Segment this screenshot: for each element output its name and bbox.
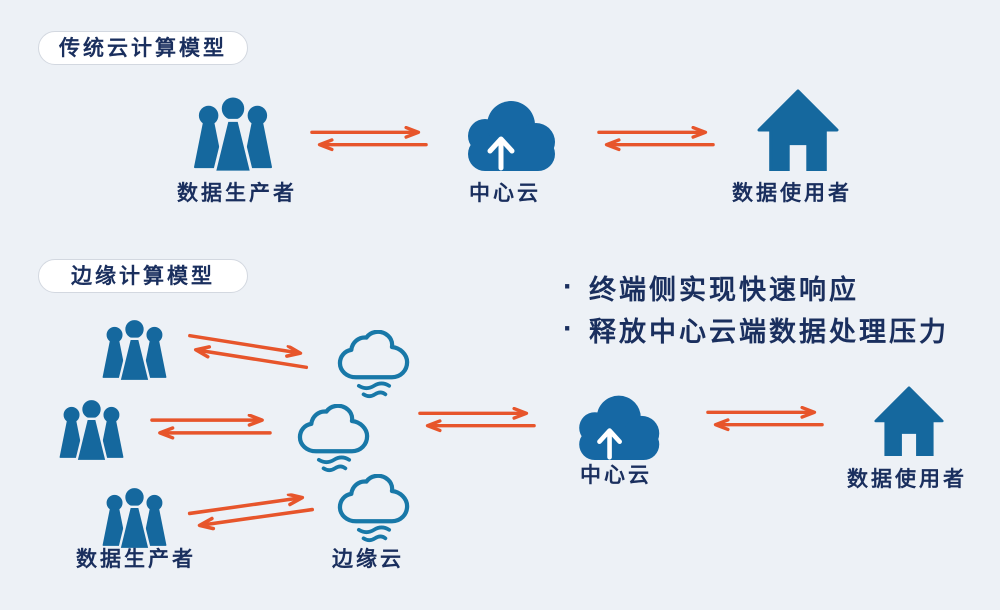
bullet-icon: · bbox=[563, 312, 573, 345]
data-consumers-icon bbox=[757, 89, 839, 171]
bidirectional-arrow-icon bbox=[185, 329, 312, 374]
central-cloud-icon bbox=[570, 390, 662, 462]
data-producers-icon bbox=[58, 398, 125, 462]
bidirectional-arrow-icon bbox=[310, 126, 428, 152]
benefit-item: · 终端侧实现快速响应 bbox=[563, 266, 949, 308]
data-producers-icon bbox=[101, 318, 168, 382]
central-cloud-icon bbox=[458, 95, 558, 173]
data-consumers-label: 数据使用者 bbox=[732, 182, 852, 205]
bidirectional-arrow-icon bbox=[187, 490, 315, 533]
edge-cloud-icon bbox=[336, 330, 412, 400]
central-cloud-label: 中心云 bbox=[580, 464, 652, 487]
data-producers-icon bbox=[192, 95, 274, 173]
data-consumers-label: 数据使用者 bbox=[847, 468, 967, 491]
traditional-model-badge: 传统云计算模型 bbox=[38, 31, 248, 65]
bullet-icon: · bbox=[563, 270, 573, 303]
data-producers-label: 数据生产者 bbox=[177, 182, 297, 205]
benefit-text: 释放中心云端数据处理压力 bbox=[589, 316, 949, 347]
traditional-model-badge-label: 传统云计算模型 bbox=[59, 36, 227, 60]
edge-model-badge: 边缘计算模型 bbox=[38, 259, 248, 293]
data-producers-label: 数据生产者 bbox=[76, 548, 196, 571]
data-producers-icon bbox=[101, 486, 168, 550]
edge-model-badge-label: 边缘计算模型 bbox=[71, 264, 215, 288]
bidirectional-arrow-icon bbox=[150, 414, 272, 440]
data-consumers-icon bbox=[874, 386, 944, 456]
central-cloud-label: 中心云 bbox=[469, 182, 541, 205]
bidirectional-arrow-icon bbox=[706, 406, 824, 432]
edge-cloud-icon bbox=[296, 404, 372, 474]
edge-cloud-label: 边缘云 bbox=[332, 548, 404, 571]
benefit-item: · 释放中心云端数据处理压力 bbox=[563, 308, 949, 350]
bidirectional-arrow-icon bbox=[418, 407, 536, 433]
edge-cloud-icon bbox=[336, 474, 412, 544]
benefit-text: 终端侧实现快速响应 bbox=[589, 274, 859, 305]
bidirectional-arrow-icon bbox=[597, 126, 715, 152]
edge-benefits-list: · 终端侧实现快速响应 · 释放中心云端数据处理压力 bbox=[563, 266, 949, 350]
